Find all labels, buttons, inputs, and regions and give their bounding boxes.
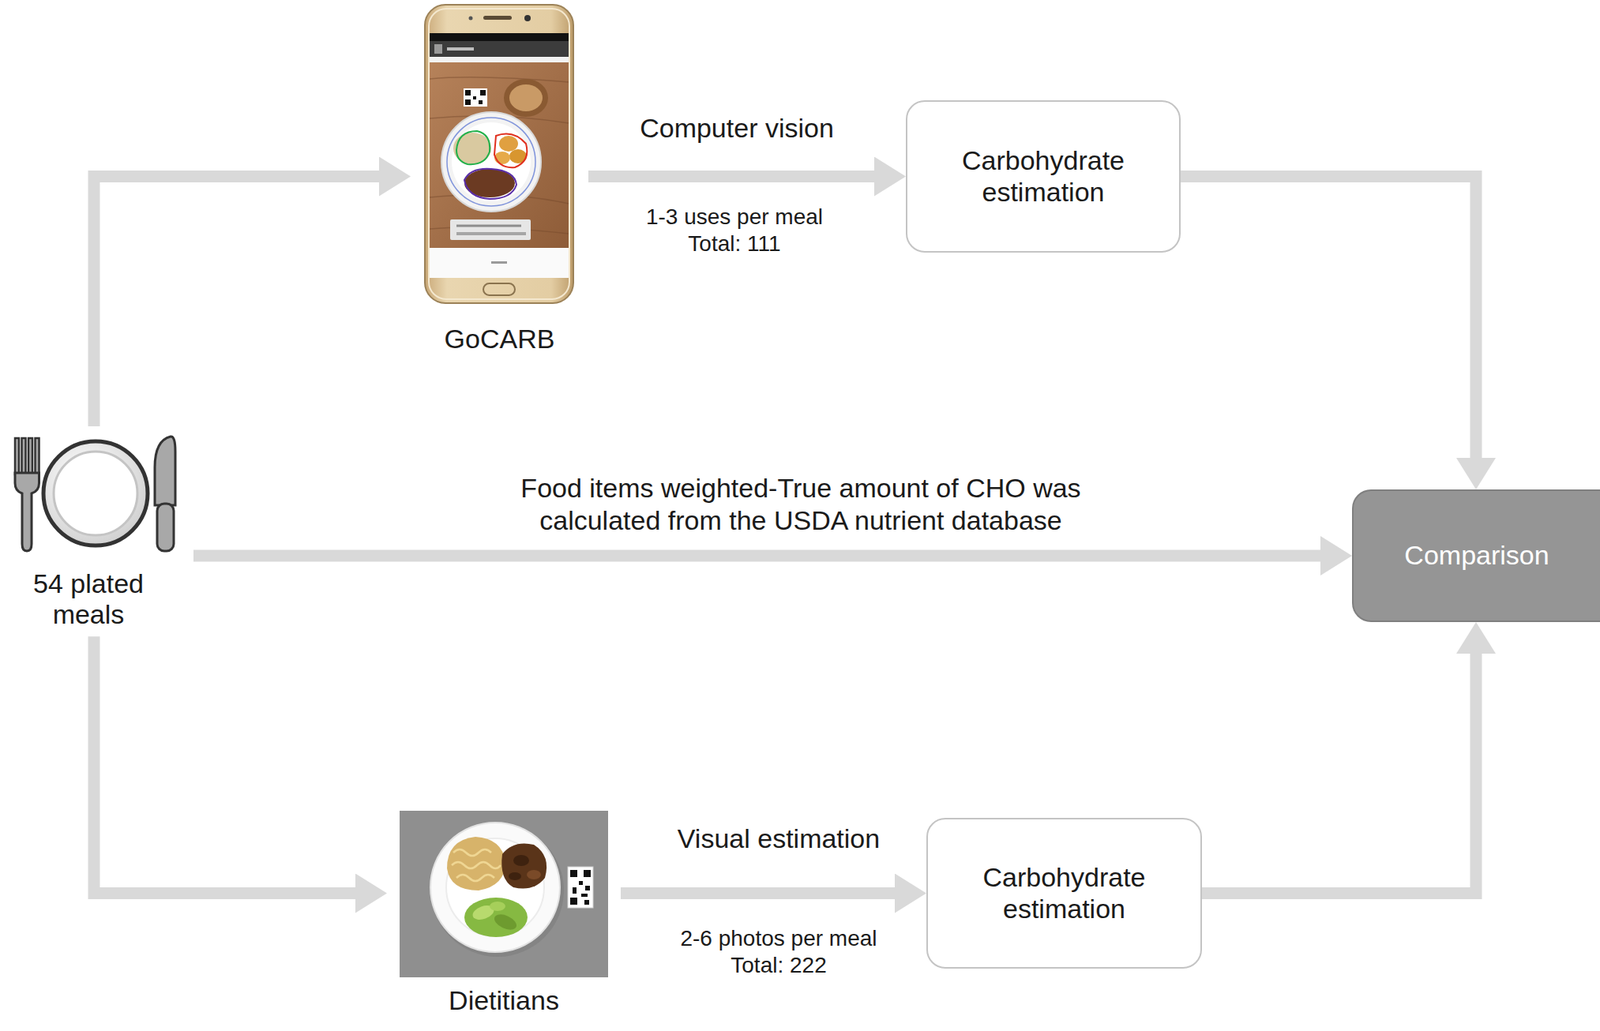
node-label: 54 plated meals xyxy=(3,568,173,631)
plate-icon xyxy=(15,436,176,552)
flow-arrow xyxy=(620,887,895,900)
app-node: GoCARB xyxy=(410,3,589,360)
result-box: Comparison xyxy=(1352,489,1600,623)
edge-label: Visual estimation xyxy=(620,822,937,856)
node-label: Carbohydrate estimation xyxy=(945,862,1184,924)
flow-arrow xyxy=(588,170,875,183)
flow-arrow xyxy=(93,636,356,894)
photo-node: Dietitians xyxy=(386,807,621,1020)
count-note: 1-3 uses per meal Total: 111 xyxy=(627,203,842,257)
meal-source: 54 plated meals xyxy=(3,426,194,637)
flow-arrow xyxy=(93,176,380,428)
node-label: Carbohydrate estimation xyxy=(924,145,1162,207)
flow-arrow xyxy=(1201,653,1477,894)
smartphone-illustration xyxy=(424,4,574,304)
node-label: GoCARB xyxy=(410,323,589,355)
process-box: Carbohydrate estimation xyxy=(926,818,1202,970)
edge-label: Computer vision xyxy=(578,112,895,145)
edge-label: Food items weighted-True amount of CHO w… xyxy=(484,472,1117,538)
flow-arrow xyxy=(1180,176,1477,459)
node-label: Dietitians xyxy=(386,985,621,1017)
node-label: Comparison xyxy=(1404,540,1549,571)
meal-photo xyxy=(399,811,609,978)
count-note: 2-6 photos per meal Total: 222 xyxy=(668,925,890,979)
flow-arrow xyxy=(193,550,1321,563)
process-box: Carbohydrate estimation xyxy=(905,100,1181,253)
